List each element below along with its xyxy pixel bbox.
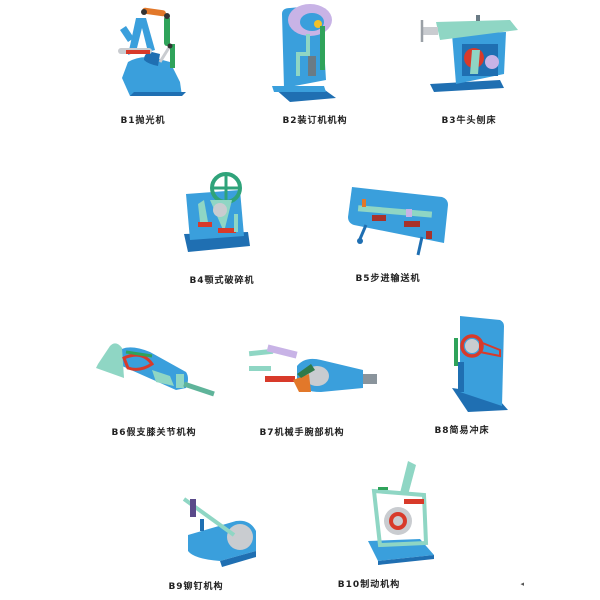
page-marker: ◂	[520, 580, 524, 588]
caption-b7: B7机械手腕部机构	[259, 428, 345, 438]
model-b1-polishing-machine: B1抛光机	[100, 0, 200, 126]
model-b7-robot-wrist: B7机械手腕部机构	[235, 330, 385, 438]
brake-image	[368, 461, 434, 565]
caption-b5: B5步进输送机	[355, 274, 421, 284]
riveting-image	[182, 497, 256, 567]
caption-b10: B10制动机构	[337, 580, 401, 590]
simple-punch-image	[452, 316, 508, 412]
caption-b1: B1抛光机	[120, 116, 166, 126]
caption-b8: B8简易冲床	[434, 426, 490, 436]
robot-wrist-image	[248, 344, 377, 392]
stepping-conveyor-image	[348, 187, 448, 256]
model-b2-binding-machine: B2装订机机构	[260, 0, 347, 126]
caption-b3: B3牛头刨床	[441, 116, 497, 126]
shaper-image	[420, 15, 518, 92]
model-b4-jaw-crusher: B4颚式破碎机	[170, 170, 260, 286]
model-b9-riveting: B9铆钉机构	[168, 485, 270, 592]
model-b6-prosthetic-knee: B6假支膝关节机构	[90, 330, 230, 438]
model-b5-stepping-conveyor: B5步进输送机	[330, 175, 470, 284]
caption-b2: B2装订机机构	[282, 116, 348, 126]
model-b3-shaper: B3牛头刨床	[400, 10, 530, 126]
caption-b6: B6假支膝关节机构	[111, 428, 197, 438]
model-b8-simple-punch: B8简易冲床	[430, 310, 520, 436]
prosthetic-knee-image	[96, 343, 215, 397]
binding-machine-image	[272, 4, 336, 102]
jaw-crusher-image	[184, 172, 250, 252]
polishing-machine-image	[118, 7, 186, 96]
caption-b9: B9铆钉机构	[168, 582, 224, 592]
caption-b4: B4颚式破碎机	[189, 276, 255, 286]
model-b10-brake: B10制动机构	[338, 455, 450, 590]
